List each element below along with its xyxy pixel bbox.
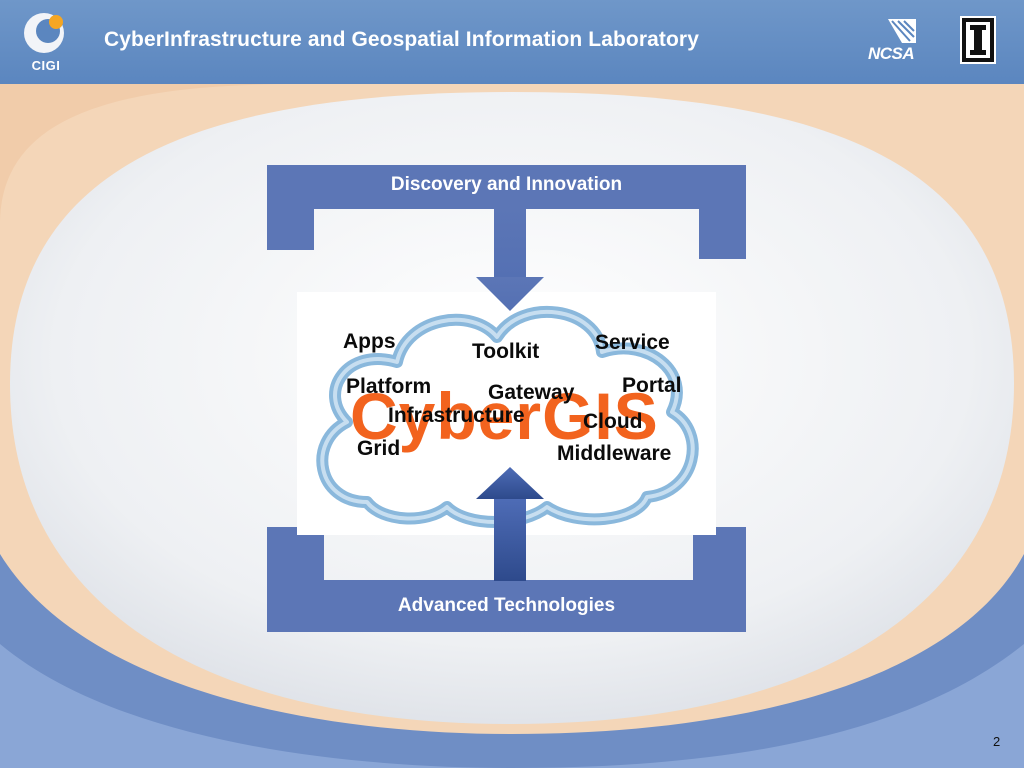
ncsa-logo-icon [888, 19, 916, 43]
word-middleware: Middleware [557, 442, 672, 465]
word-grid: Grid [357, 437, 401, 460]
top-bracket [267, 165, 746, 209]
illinois-logo-icon [960, 16, 996, 64]
bottom-bracket [267, 580, 746, 632]
word-apps: Apps [343, 330, 396, 353]
bottom-bracket-left-leg [267, 527, 324, 580]
top-bracket-left-leg [267, 209, 314, 250]
down-arrow-icon [476, 207, 544, 311]
bottom-label: Advanced Technologies [397, 595, 616, 616]
up-arrow-icon [476, 467, 544, 581]
word-gateway: Gateway [488, 381, 575, 404]
ncsa-logo-text: NCSA [868, 44, 915, 63]
top-bracket-right-leg [699, 209, 746, 259]
word-platform: Platform [346, 375, 432, 398]
slide-header: CIGI CyberInfrastructure and Geospatial … [0, 0, 1024, 84]
cybergis-title: CyberGIS [350, 379, 659, 453]
page-number: 2 [993, 734, 1001, 749]
cigi-logo-text: CIGI [31, 58, 61, 73]
top-label: Discovery and Innovation [390, 174, 623, 195]
cigi-logo-icon [24, 13, 64, 53]
bottom-bracket-right-leg [693, 527, 746, 580]
word-service: Service [595, 331, 670, 354]
word-infrastructure: Infrastructure [388, 404, 525, 427]
word-portal: Portal [622, 374, 682, 397]
word-toolkit: Toolkit [472, 340, 540, 363]
word-cloud: Cloud [583, 410, 643, 433]
header-title: CyberInfrastructure and Geospatial Infor… [104, 28, 699, 51]
